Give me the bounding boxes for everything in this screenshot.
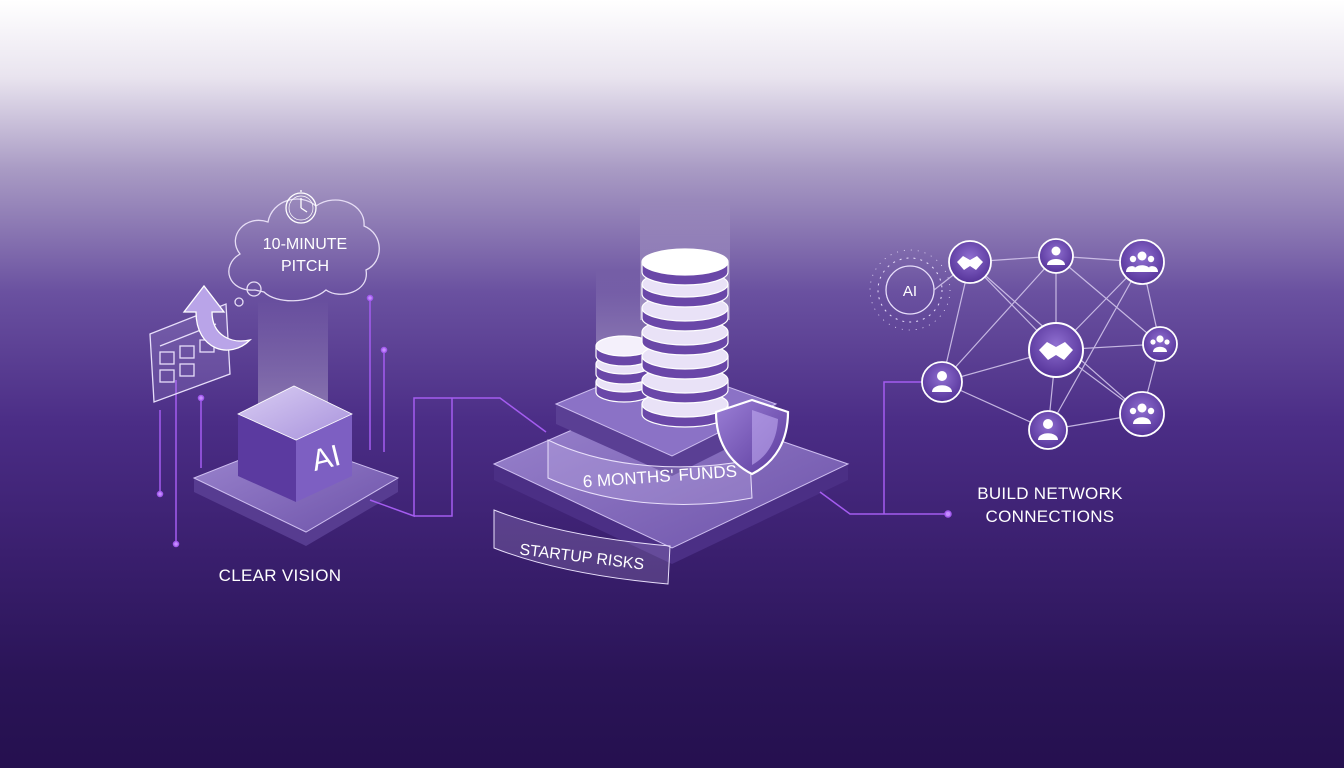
group-icon [1129,403,1155,424]
pitch-thought-cloud [228,198,380,307]
pitch-bubble-line2: PITCH [281,258,329,275]
ai-cube [237,385,353,502]
group-icon [1126,251,1158,272]
left-accent-lines [156,294,388,548]
left-center-connector [369,397,547,518]
clock-icon [285,190,317,224]
network-node-handshake-center [1028,322,1084,378]
shield-icon [714,398,790,476]
network-node-handshake-top [948,240,992,284]
risks-banner [493,509,671,585]
person-icon [1047,246,1065,265]
document-icon [149,303,231,403]
coin-stack-small [595,335,653,403]
network-node-person-bottom [1028,410,1068,450]
network-node-group-right [1142,326,1178,362]
network-ai-label: AI [903,283,917,300]
handshake-icon [957,256,983,270]
pitch-bubble-text: 10-MINUTE PITCH [235,234,375,278]
network-node-person-top [1038,238,1074,274]
network-caption: BUILD NETWORK CONNECTIONS [940,482,1160,528]
handshake-icon [1039,342,1073,360]
network-node-person-left [921,361,963,403]
network-node-group-bottom [1119,391,1165,437]
person-icon [1038,419,1058,440]
funds-banner [547,439,753,505]
clear-vision-caption: CLEAR VISION [218,566,342,585]
pitch-bubble-line1: 10-MINUTE [262,236,348,253]
group-icon [1150,335,1170,352]
center-right-connector [819,381,952,518]
network-caption-line1: BUILD NETWORK [977,484,1123,503]
up-arrow-icon [182,284,253,351]
person-icon [932,371,952,392]
coin-stack-tall [641,248,729,428]
network-node-group-top [1119,239,1165,285]
network-caption-line2: CONNECTIONS [985,507,1115,526]
